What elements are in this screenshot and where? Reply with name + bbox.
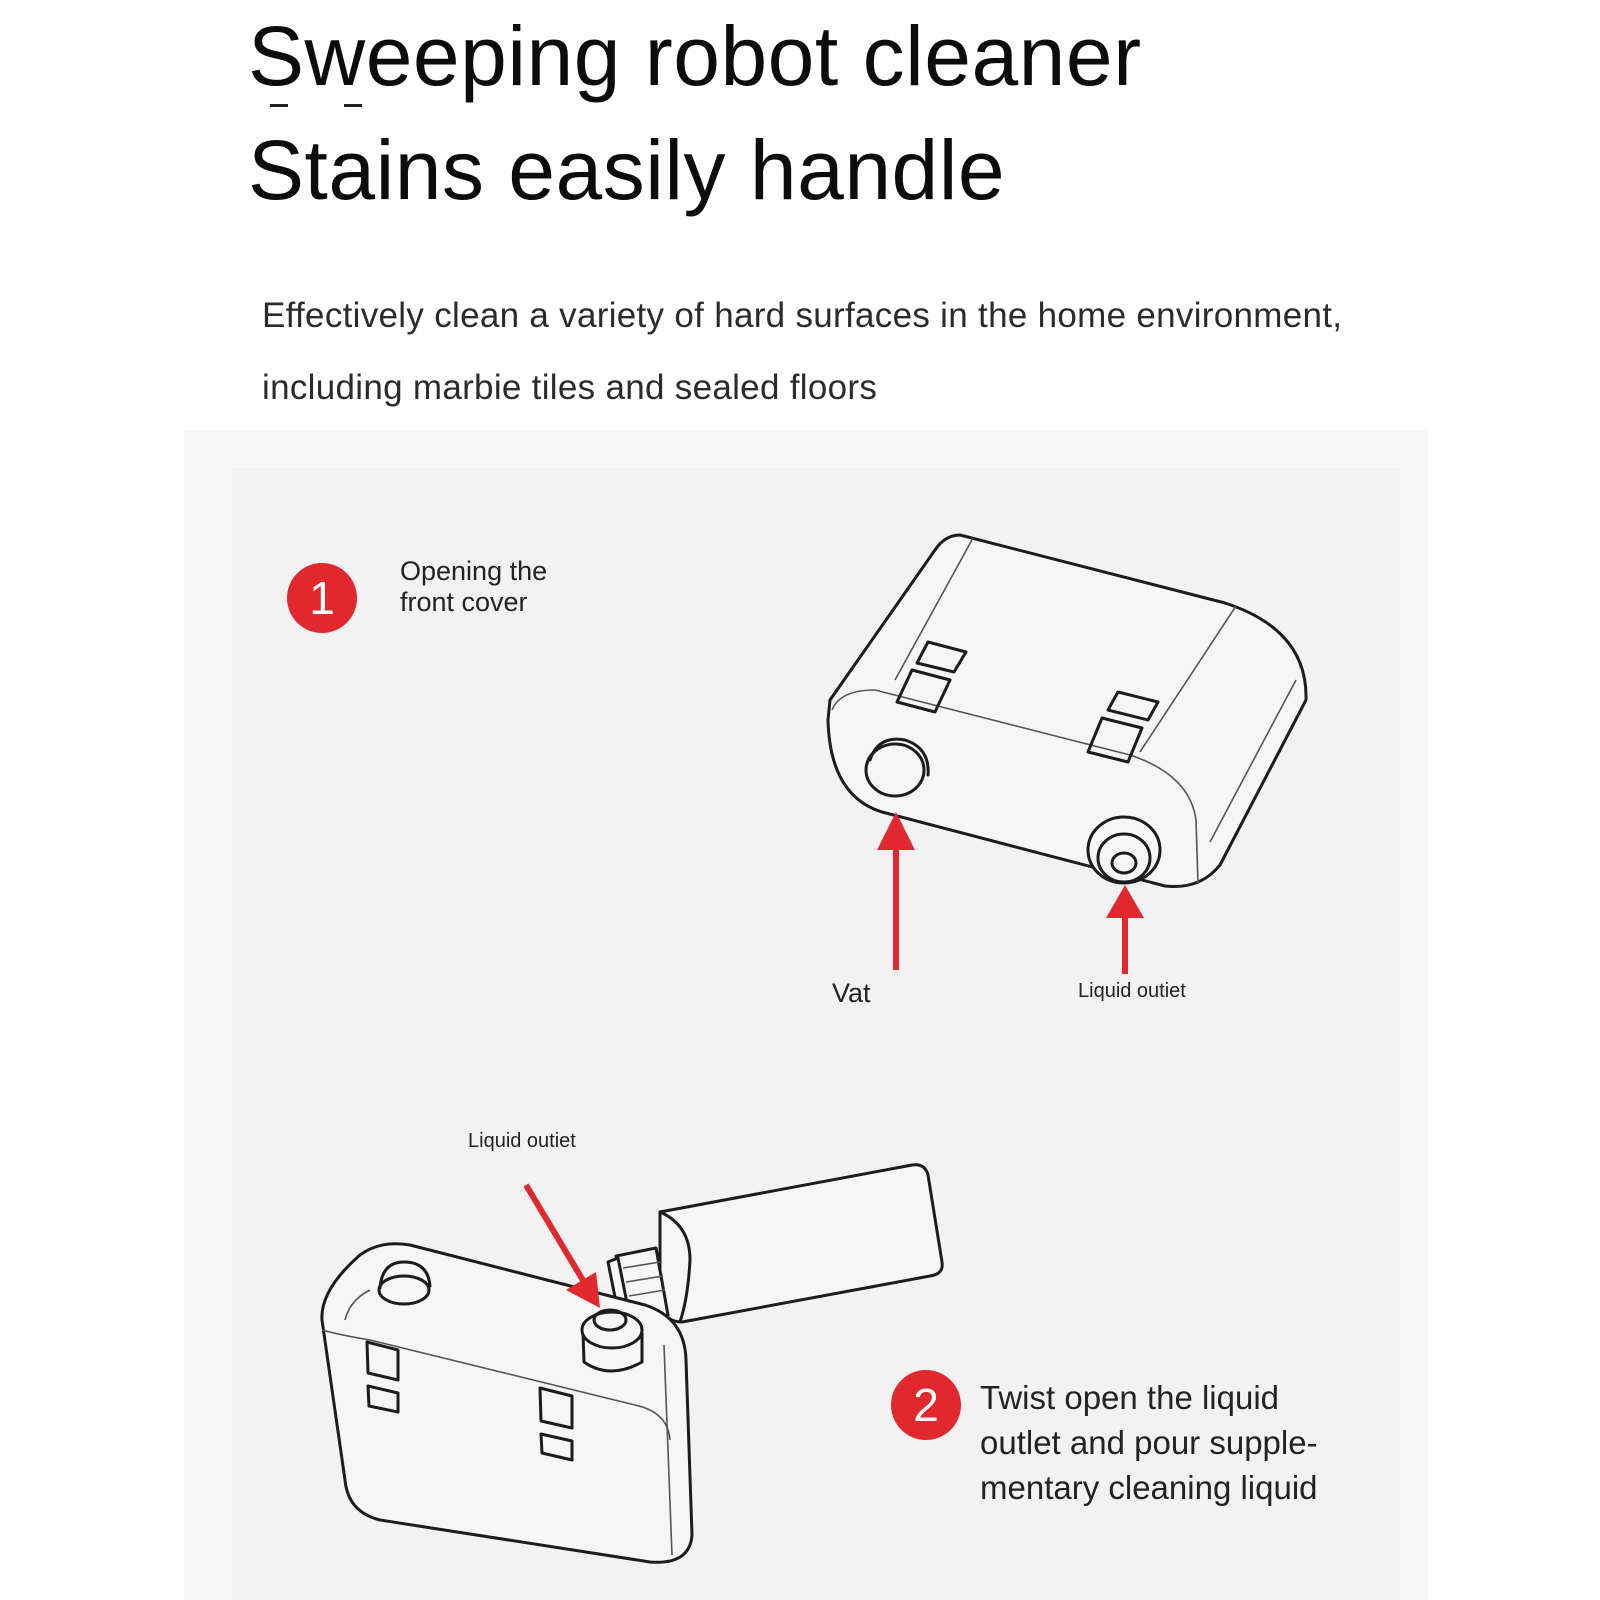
liquid-outlet-label-top: Liquid outiet (1078, 980, 1186, 1002)
step-2-line-3: mentary cleaning liquid (980, 1469, 1318, 1506)
dash-mark (270, 104, 288, 107)
latch-icon (365, 1340, 400, 1382)
vat-cap-icon (377, 1274, 431, 1306)
step-1-text: Opening the front cover (400, 556, 547, 618)
step-2-text: Twist open the liquid outlet and pour su… (980, 1375, 1318, 1510)
latch-icon (538, 1386, 574, 1430)
step-2-line-2: outlet and pour supple- (980, 1424, 1318, 1461)
arrow-to-liquid-outlet (523, 1183, 587, 1284)
water-tank-pouring-view (320, 1163, 944, 1564)
step-1-line-2: front cover (400, 587, 528, 617)
page-title-line-2: Stains easily handle (248, 123, 1006, 217)
cleaning-bottle-icon (658, 1163, 944, 1324)
dash-mark (344, 104, 362, 107)
latch-icon (915, 640, 968, 674)
liquid-outlet-label-bottom: Liquid outiet (468, 1130, 576, 1152)
step-1-line-1: Opening the (400, 556, 548, 586)
latch-icon (1106, 690, 1160, 722)
vat-label: Vat (832, 978, 871, 1008)
subtitle: Effectively clean a variety of hard surf… (262, 296, 1343, 407)
water-tank-top-view (826, 533, 1308, 974)
step-2-line-1: Twist open the liquid (980, 1379, 1280, 1416)
step-1-badge: 1 (287, 563, 357, 633)
vat-cap-icon (864, 742, 926, 798)
step-2-badge: 2 (891, 1370, 961, 1440)
page-title-line-1: Sweeping robot cleaner (248, 9, 1142, 103)
